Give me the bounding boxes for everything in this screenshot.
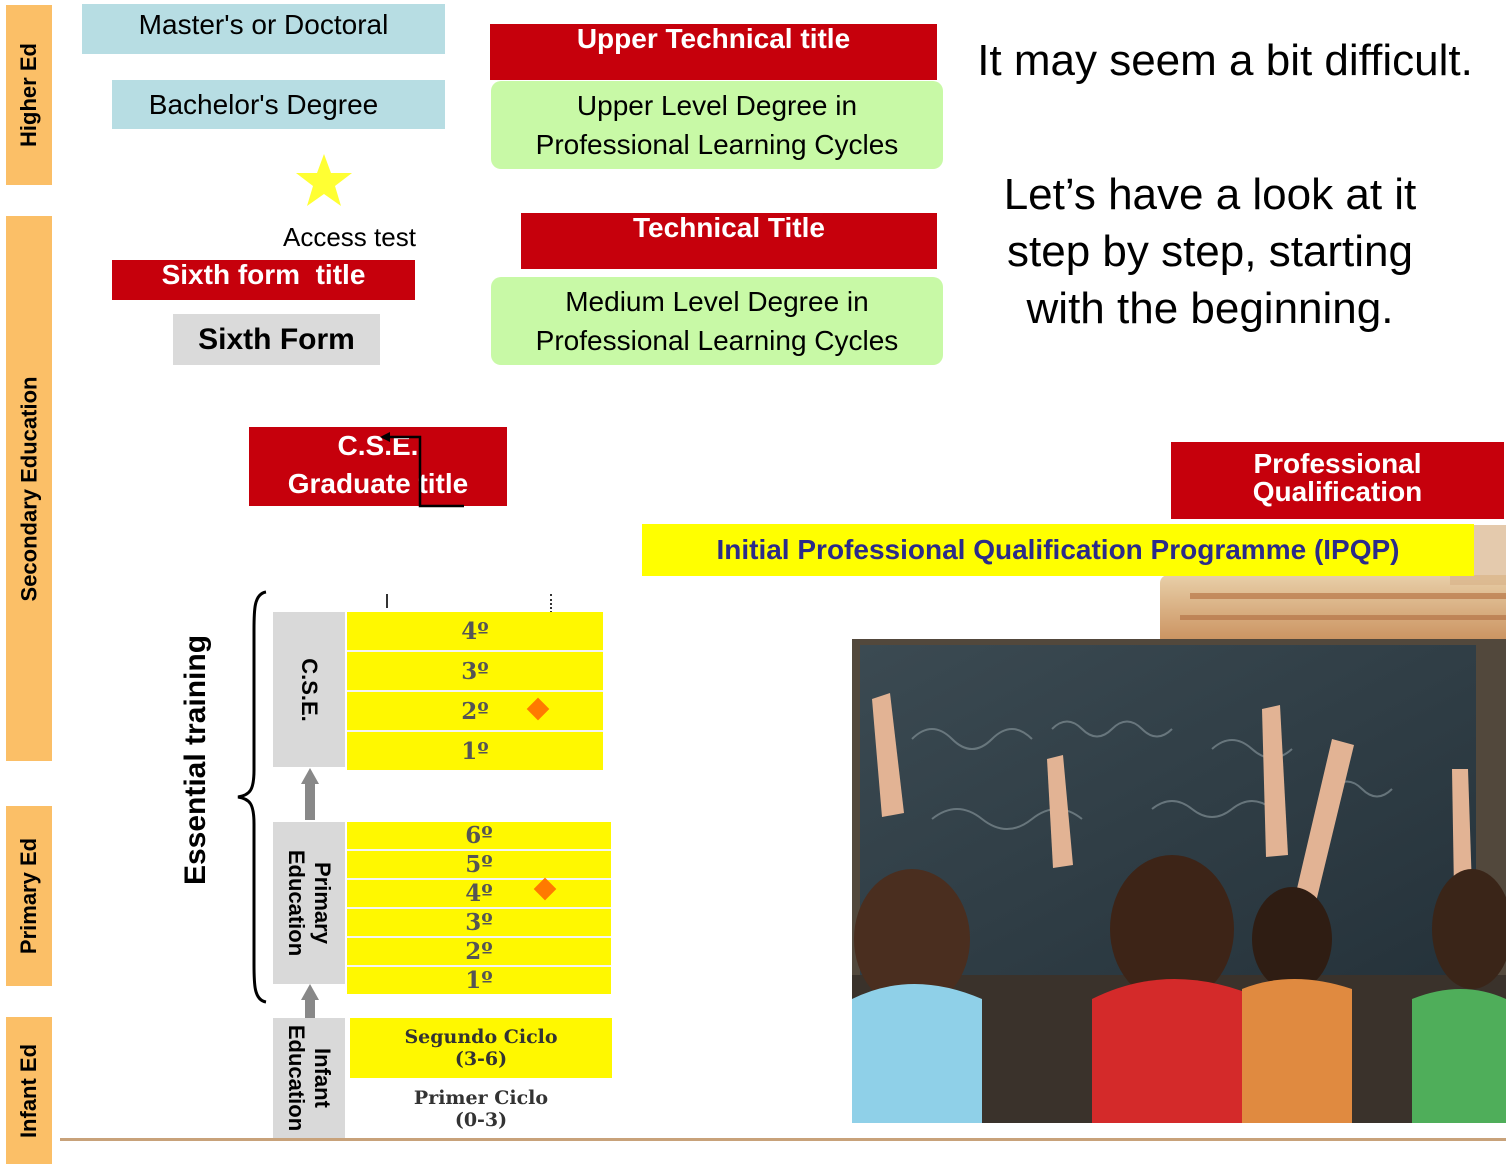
- grade-row: 4º: [347, 612, 603, 652]
- sidebar-higher-ed-label: Higher Ed: [16, 43, 41, 147]
- primer-ciclo-box: Primer Ciclo (0-3): [350, 1080, 612, 1138]
- bottom-divider: [60, 1138, 1506, 1141]
- brace-icon: [237, 590, 267, 1004]
- star-icon: [296, 154, 352, 206]
- infant-column-line2: Education: [284, 1024, 309, 1132]
- bracket-arrow-icon: [380, 432, 464, 508]
- primary-column-line1: Primary: [310, 862, 335, 944]
- intro-text-para2-line2: step by step, starting: [1007, 227, 1413, 276]
- classroom-photo: [852, 639, 1506, 1123]
- medium-level-degree-box: Medium Level Degree in Professional Lear…: [491, 277, 943, 365]
- professional-qualification-box: Professional Qualification: [1171, 442, 1504, 519]
- sidebar-infant-ed: Infant Ed: [6, 1017, 52, 1164]
- infant-column-line1: Infant: [310, 1048, 335, 1108]
- cse-column-label: C.S.E.: [273, 612, 345, 767]
- intro-text-para2-line3: with the beginning.: [1026, 284, 1394, 333]
- sixth-form-box: Sixth Form: [173, 314, 380, 365]
- grade-row: 6º: [347, 822, 611, 851]
- sixth-form-title-box: Sixth form title: [112, 260, 415, 300]
- access-test-label: Access test: [283, 222, 416, 252]
- grade-row: 3º: [347, 652, 603, 692]
- grade-row: 3º: [347, 909, 611, 938]
- professional-qualification-line2: Qualification: [1252, 476, 1423, 507]
- medium-level-degree-line1: Medium Level Degree in: [565, 286, 869, 317]
- medium-level-degree-line2: Professional Learning Cycles: [535, 325, 899, 356]
- bachelor-degree-box: Bachelor's Degree: [112, 80, 445, 129]
- sidebar-infant-ed-label: Infant Ed: [16, 1043, 42, 1138]
- up-arrow-icon: [301, 984, 319, 1018]
- grade-row: 1º: [347, 732, 603, 770]
- cse-grades: 4º 3º 2º 1º: [347, 612, 603, 770]
- primary-grades: 6º 5º 4º 3º 2º 1º: [347, 822, 611, 994]
- cse-graduate-title-line1: C.S.E.: [337, 430, 419, 461]
- intro-text-paragraph: Let’s have a look at it step by step, st…: [952, 166, 1468, 337]
- primary-column-label: Primary Education: [273, 822, 345, 984]
- grade-row: 1º: [347, 967, 611, 994]
- essential-training-label: Essential training: [179, 634, 213, 886]
- upper-technical-title-box: Upper Technical title: [490, 24, 937, 80]
- upper-level-degree-line1: Upper Level Degree in: [576, 90, 858, 121]
- primary-column-line2: Education: [284, 849, 309, 957]
- grade-row: 4º: [347, 880, 611, 909]
- sidebar-primary-ed: Primary Ed: [6, 806, 52, 986]
- ipqp-box: Initial Professional Qualification Progr…: [642, 524, 1474, 576]
- intro-text-para2-line1: Let’s have a look at it: [1003, 170, 1417, 219]
- sidebar-primary-ed-label: Primary Ed: [16, 837, 42, 955]
- cse-graduate-title-box: C.S.E. Graduate title: [249, 427, 507, 506]
- sidebar-secondary-ed-label: Secondary Education: [16, 376, 42, 601]
- intro-text-line1: It may seem a bit difficult.: [977, 36, 1473, 85]
- up-arrow-icon: [301, 768, 319, 820]
- professional-qualification-line1: Professional: [1253, 448, 1422, 479]
- upper-level-degree-box: Upper Level Degree in Professional Learn…: [491, 81, 943, 169]
- sidebar-higher-ed: Higher Ed: [6, 5, 52, 185]
- cse-tick-marks: [386, 594, 388, 608]
- cse-graduate-title-line2: Graduate title: [287, 468, 469, 499]
- sidebar-secondary-ed: Secondary Education: [6, 216, 52, 761]
- grade-row: 2º: [347, 692, 603, 732]
- segundo-ciclo-box: Segundo Ciclo (3-6): [350, 1018, 612, 1078]
- infant-column-label: Infant Education: [273, 1018, 345, 1138]
- technical-title-box: Technical Title: [521, 213, 937, 269]
- grade-row: 5º: [347, 851, 611, 880]
- upper-level-degree-line2: Professional Learning Cycles: [535, 129, 899, 160]
- grade-row: 2º: [347, 938, 611, 967]
- masters-doctoral-box: Master's or Doctoral: [82, 4, 445, 54]
